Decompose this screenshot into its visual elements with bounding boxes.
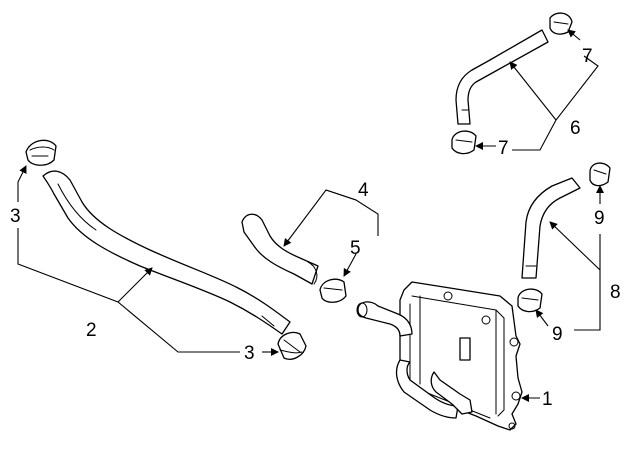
- clamp-part-3-top[interactable]: [25, 139, 57, 166]
- callout-1[interactable]: 1: [542, 389, 553, 410]
- callout-2[interactable]: 2: [86, 320, 97, 341]
- callout-7-top[interactable]: 7: [582, 46, 593, 67]
- callout-9-bottom[interactable]: 9: [552, 324, 563, 345]
- hose-part-6[interactable]: [455, 29, 549, 125]
- clamp-part-9-bottom[interactable]: [517, 288, 543, 313]
- callout-9-top[interactable]: 9: [594, 208, 605, 229]
- hose-part-4[interactable]: [241, 213, 319, 285]
- clamp-part-5[interactable]: [319, 278, 347, 303]
- leader-lines: [17, 29, 604, 402]
- callout-4[interactable]: 4: [358, 180, 369, 201]
- hose-part-2[interactable]: [42, 170, 291, 335]
- callouts: 1 2 3 3 4 5 6 7 7 8 9 9: [10, 46, 621, 410]
- clamp-part-9-top[interactable]: [589, 162, 611, 187]
- clamp-part-3-bottom[interactable]: [277, 331, 307, 360]
- callout-7-bottom[interactable]: 7: [498, 138, 509, 159]
- callout-6[interactable]: 6: [570, 118, 581, 139]
- callout-3-bottom[interactable]: 3: [244, 343, 255, 364]
- callout-5[interactable]: 5: [350, 238, 361, 259]
- oil-cooler-part-1[interactable]: [356, 281, 523, 431]
- hose-part-8[interactable]: [521, 177, 581, 279]
- callout-8[interactable]: 8: [610, 282, 621, 303]
- callout-3-top[interactable]: 3: [10, 206, 21, 227]
- clamp-part-7-bottom[interactable]: [451, 130, 477, 155]
